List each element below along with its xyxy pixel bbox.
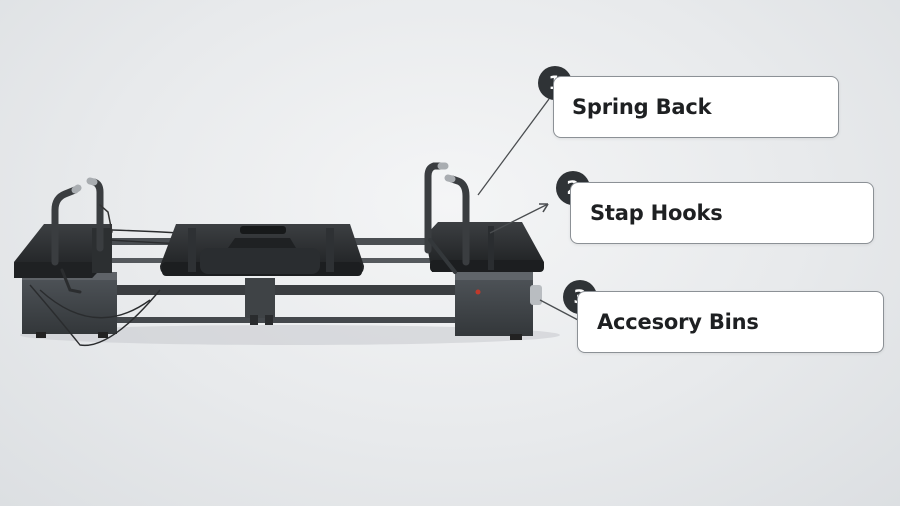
spring-back-handles	[424, 162, 470, 274]
right-platform	[425, 222, 544, 272]
callout-spring-back: Spring Back	[553, 76, 839, 138]
accessory-bin	[455, 272, 542, 340]
floor-shadow	[20, 325, 560, 345]
callout-label: Spring Back	[572, 95, 712, 119]
leader-line-2	[489, 203, 549, 234]
left-end-frame	[22, 272, 117, 338]
callout-label: Stap Hooks	[590, 201, 723, 225]
left-handles	[51, 177, 113, 294]
callout-strap-hooks: Stap Hooks	[570, 182, 874, 244]
callout-accessory-bins: Accesory Bins	[577, 291, 884, 353]
leader-lines	[477, 98, 579, 321]
leader-line-1	[477, 98, 550, 196]
center-support	[245, 278, 275, 325]
leader-arrow-2	[539, 203, 549, 213]
leader-line-3	[539, 299, 579, 321]
carriage	[160, 224, 364, 276]
callout-label: Accesory Bins	[597, 310, 759, 334]
